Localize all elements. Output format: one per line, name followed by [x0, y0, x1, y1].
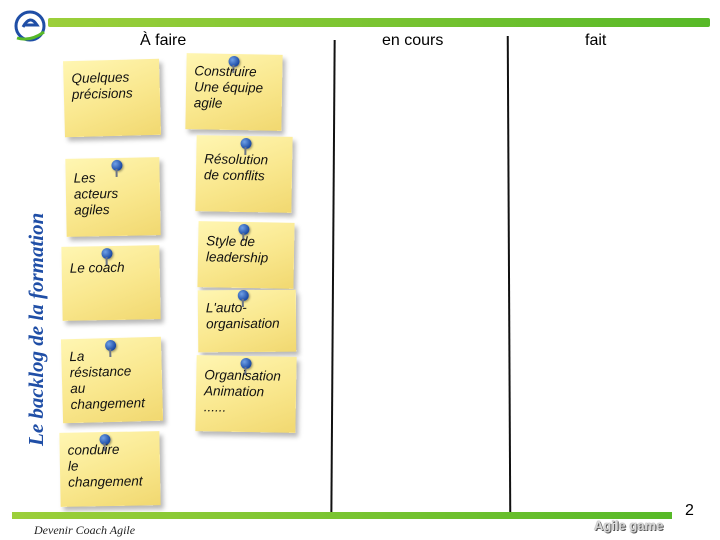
note-label: conduire le changement: [68, 441, 155, 490]
note-label: Les acteurs agiles: [74, 169, 155, 218]
sticky-note[interactable]: L'auto- organisation: [198, 290, 297, 353]
note-label: Résolution de conflits: [204, 151, 287, 184]
note-label: La résistance au changement: [69, 347, 157, 413]
side-title: Le backlog de la formation: [24, 213, 49, 446]
sticky-note[interactable]: Style de leadership: [197, 221, 294, 289]
note-label: Style de leadership: [206, 233, 289, 266]
column-divider-1: [330, 40, 335, 518]
header-bar: [48, 18, 710, 27]
page-number: 2: [685, 502, 694, 520]
column-header-done: fait: [585, 32, 606, 50]
pin-icon: [240, 138, 251, 149]
sticky-note[interactable]: La résistance au changement: [61, 337, 163, 424]
column-header-in-progress: en cours: [382, 32, 443, 50]
pin-icon: [101, 248, 112, 259]
footer-bar: [12, 512, 672, 519]
footer-course-title: Devenir Coach Agile: [34, 523, 135, 538]
note-label: Quelques précisions: [71, 69, 154, 103]
note-label: Organisation Animation ......: [204, 367, 291, 416]
sticky-note[interactable]: conduire le changement: [59, 431, 160, 507]
sticky-note[interactable]: Organisation Animation ......: [195, 355, 296, 433]
sticky-note[interactable]: Le coach: [61, 245, 160, 321]
company-logo-icon: [14, 8, 46, 42]
footer-game-label: Agile game: [594, 518, 663, 533]
sticky-note[interactable]: Construire Une équipe agile: [185, 53, 282, 131]
note-label: Le coach: [70, 259, 154, 276]
sticky-note[interactable]: Les acteurs agiles: [65, 157, 160, 237]
note-label: L'auto- organisation: [206, 300, 290, 333]
sticky-note[interactable]: Résolution de conflits: [195, 135, 292, 213]
column-divider-2: [507, 36, 512, 514]
note-label: Construire Une équipe agile: [194, 63, 277, 112]
column-header-todo: À faire: [140, 32, 186, 50]
sticky-note[interactable]: Quelques précisions: [63, 59, 161, 137]
